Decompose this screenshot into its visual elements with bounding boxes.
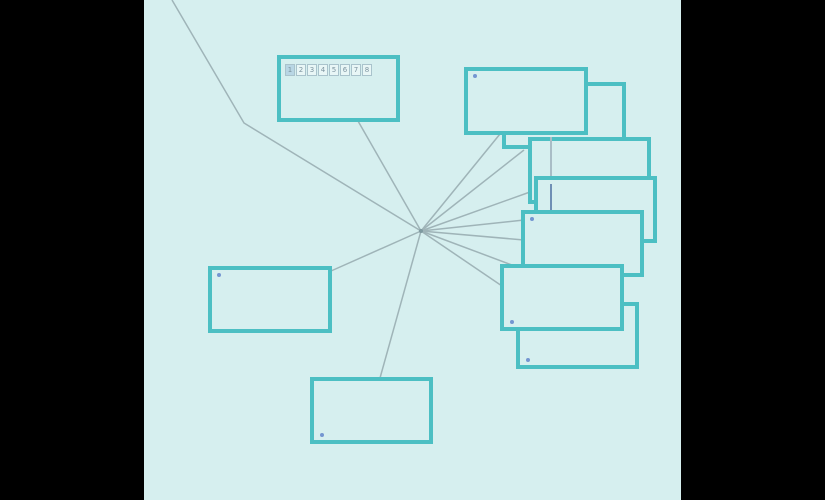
thumbnail-6[interactable]: 6 [340, 64, 350, 76]
left-node[interactable] [208, 266, 332, 333]
stack-node-front-top[interactable] [464, 67, 588, 135]
connector-line [550, 137, 552, 197]
thumbnail-5[interactable]: 5 [329, 64, 339, 76]
hub-point [419, 229, 423, 233]
edge-to-left-node [330, 230, 422, 272]
edge-to-stack-3 [420, 191, 531, 232]
edge-to-bottom-node [379, 230, 422, 379]
edge-to-stack-1 [420, 133, 501, 232]
node-marker [510, 320, 514, 324]
edge-to-stack-4 [420, 219, 525, 232]
bottom-node[interactable] [310, 377, 433, 444]
edge-to-thumbnail-node [357, 120, 422, 232]
node-marker [217, 273, 221, 277]
node-marker [320, 433, 324, 437]
thumbnail-node[interactable]: 1 2 3 4 5 6 7 8 [277, 55, 400, 122]
node-marker [530, 217, 534, 221]
thumbnail-strip: 1 2 3 4 5 6 7 8 [285, 64, 372, 76]
connector-line [550, 184, 552, 210]
node-marker [526, 358, 530, 362]
thumbnail-4[interactable]: 4 [318, 64, 328, 76]
edge-offscreen [171, 0, 422, 232]
edge-to-stack-6 [420, 230, 503, 287]
edge-to-stack-7 [420, 230, 521, 269]
thumbnail-3[interactable]: 3 [307, 64, 317, 76]
thumbnail-2[interactable]: 2 [296, 64, 306, 76]
node-marker [473, 74, 477, 78]
thumbnail-1[interactable]: 1 [285, 64, 295, 76]
thumbnail-7[interactable]: 7 [351, 64, 361, 76]
edge-to-stack-5 [420, 230, 525, 241]
diagram-canvas: 1 2 3 4 5 6 7 8 [144, 0, 681, 500]
edge-to-stack-2 [420, 149, 525, 232]
edge-layer [171, 0, 531, 379]
thumbnail-8[interactable]: 8 [362, 64, 372, 76]
stack-node-bottom-front[interactable] [500, 264, 624, 331]
